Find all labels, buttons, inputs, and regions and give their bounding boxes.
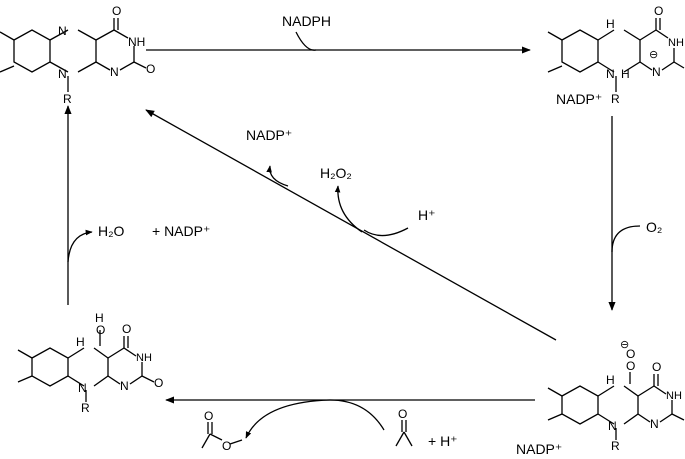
plus-nadp-left-label: + NADP⁺: [152, 223, 210, 239]
h-plus-diagonal-curve: [363, 227, 409, 237]
h2o2-label: H₂O₂: [320, 165, 352, 181]
atom-n: N: [652, 65, 661, 79]
h2o-label: H₂O: [98, 223, 125, 239]
h2o-curve-arrow: [67, 229, 93, 263]
acetone: O: [395, 407, 413, 447]
methyl-acetate: O O: [201, 409, 243, 453]
diagonal-arrow: [145, 109, 557, 341]
h-plus-diagonal-label: H⁺: [418, 207, 436, 223]
atom-h: H: [95, 311, 104, 325]
atom-o: O: [626, 347, 635, 361]
atom-n: N: [650, 417, 659, 431]
o2-curve: [611, 225, 641, 253]
minus-charge: ⊖: [649, 49, 658, 61]
atom-r: R: [611, 92, 620, 106]
atom-o: O: [626, 359, 635, 373]
atom-n: N: [606, 67, 615, 81]
nadp-bottom-right-label: NADP⁺: [516, 441, 562, 457]
atom-n: N: [110, 65, 119, 79]
atom-o: O: [222, 439, 231, 453]
atom-h: H: [621, 67, 630, 81]
minus-charge: ⊖: [620, 339, 629, 351]
flavin-c4a-peroxide: H N O O ⊖ O NH N O N R: [547, 339, 685, 453]
atom-h: H: [606, 373, 615, 387]
atom-o: O: [154, 376, 163, 390]
atom-nh: NH: [128, 35, 145, 49]
atom-h: H: [606, 17, 615, 31]
atom-o: O: [652, 360, 661, 374]
atom-nh: NH: [668, 37, 684, 49]
atom-o: O: [96, 323, 105, 337]
atom-h: H: [76, 335, 85, 349]
atom-o: O: [112, 4, 121, 18]
nadph-curve: [295, 31, 317, 51]
atom-r: R: [63, 92, 72, 106]
atom-o: O: [398, 407, 407, 421]
o2-label: O₂: [646, 219, 662, 235]
atom-r: R: [81, 401, 90, 415]
atom-n: N: [120, 379, 129, 393]
flavin-c4a-hydroxide: H H O O NH N O N R: [17, 311, 163, 415]
nadph-label: NADPH: [282, 13, 331, 29]
atom-n: N: [58, 67, 67, 81]
atom-o: O: [204, 409, 213, 423]
atom-nh: NH: [136, 352, 152, 364]
oxidized-flavin: N O NH N O N R: [0, 4, 155, 106]
atom-n: N: [58, 24, 67, 38]
atom-o: O: [146, 62, 155, 76]
atom-o: O: [122, 322, 131, 336]
nadp-diagonal-label: NADP⁺: [246, 127, 292, 143]
atom-r: R: [611, 439, 620, 453]
acetone-curve: [329, 399, 385, 431]
plus-h-bottom-label: + H⁺: [428, 433, 458, 449]
atom-n: N: [78, 381, 87, 395]
h2o2-curve-arrow: [334, 185, 363, 233]
atom-o: O: [654, 4, 663, 18]
nadp-diagonal-curve: [266, 165, 289, 187]
reduced-flavin-anion: H N O NH ⊖ N N H R: [547, 4, 685, 106]
nadp-top-right-label: NADP⁺: [556, 91, 602, 107]
atom-nh: NH: [666, 390, 682, 402]
ester-curve-arrow: [245, 399, 331, 439]
atom-n: N: [608, 419, 617, 433]
